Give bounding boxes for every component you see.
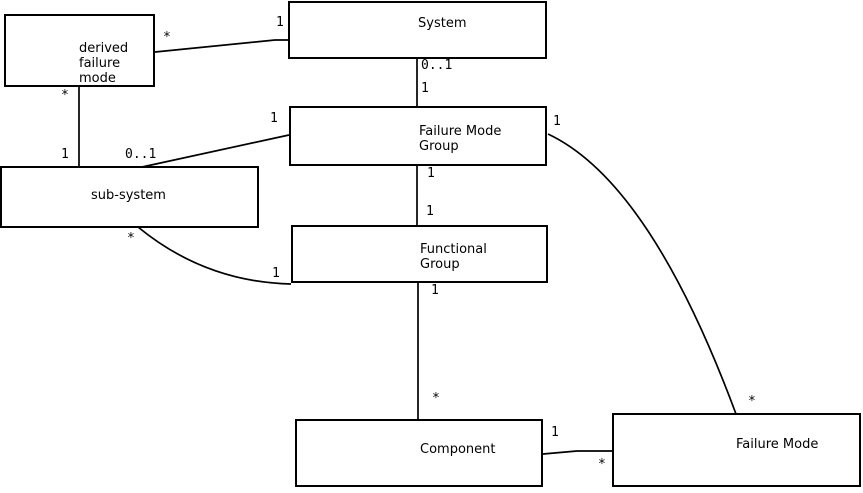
edge-component-failure-mode — [542, 450, 612, 455]
multiplicity-fmg-fg-near-fmg: 1 — [427, 166, 435, 181]
node-label-failure-mode: Failure Mode — [736, 437, 819, 452]
multiplicity-fmg-fm-near-fmg: 1 — [553, 114, 561, 129]
multiplicity-system-fmg-near-system: 0..1 — [421, 58, 453, 73]
node-failure-mode: Failure Mode — [612, 413, 861, 487]
node-label-derived-failure-mode: derived failure mode — [79, 41, 129, 86]
multiplicity-system-fmg-near-fmg: 1 — [421, 81, 429, 96]
edge-failure-mode-group-sub-system — [141, 134, 290, 168]
multiplicity-fmg-subsystem-near-fmg: 1 — [270, 111, 278, 126]
node-sub-system: sub-system — [0, 166, 259, 228]
multiplicity-fmg-fm-near-fm: * — [748, 394, 756, 409]
multiplicity-subsystem-fg-near-fg: 1 — [272, 266, 280, 281]
node-label-failure-mode-group: Failure Mode Group — [419, 124, 502, 154]
multiplicity-dfm-system-near-system: 1 — [276, 15, 284, 30]
node-system: System — [288, 1, 547, 59]
node-component: Component — [295, 419, 543, 487]
node-functional-group: Functional Group — [291, 225, 548, 283]
node-label-system: System — [418, 16, 467, 31]
multiplicity-dfm-subsystem-near-dfm: * — [61, 88, 69, 103]
multiplicity-fmg-subsystem-near-subsystem: 0..1 — [125, 147, 157, 162]
multiplicity-dfm-subsystem-near-subsystem: 1 — [61, 147, 69, 162]
node-label-component: Component — [420, 442, 496, 457]
multiplicity-fg-component-near-fg: 1 — [431, 283, 439, 298]
multiplicity-component-fm-near-component: 1 — [551, 425, 559, 440]
multiplicity-fg-component-near-component: * — [432, 391, 440, 406]
multiplicity-subsystem-fg-near-subsystem: * — [127, 231, 135, 246]
node-label-functional-group: Functional Group — [420, 242, 487, 272]
multiplicity-dfm-system-near-dfm: * — [163, 30, 171, 45]
edge-failure-mode-group-failure-mode — [547, 133, 737, 415]
edge-sub-system-functional-group — [137, 226, 292, 285]
node-failure-mode-group: Failure Mode Group — [289, 106, 547, 166]
multiplicity-component-fm-near-fm: * — [598, 457, 606, 472]
multiplicity-fmg-fg-near-fg: 1 — [426, 204, 434, 219]
node-label-sub-system: sub-system — [91, 188, 166, 203]
edge-derived-failure-mode-system — [154, 39, 288, 53]
node-derived-failure-mode: derived failure mode — [4, 14, 155, 87]
